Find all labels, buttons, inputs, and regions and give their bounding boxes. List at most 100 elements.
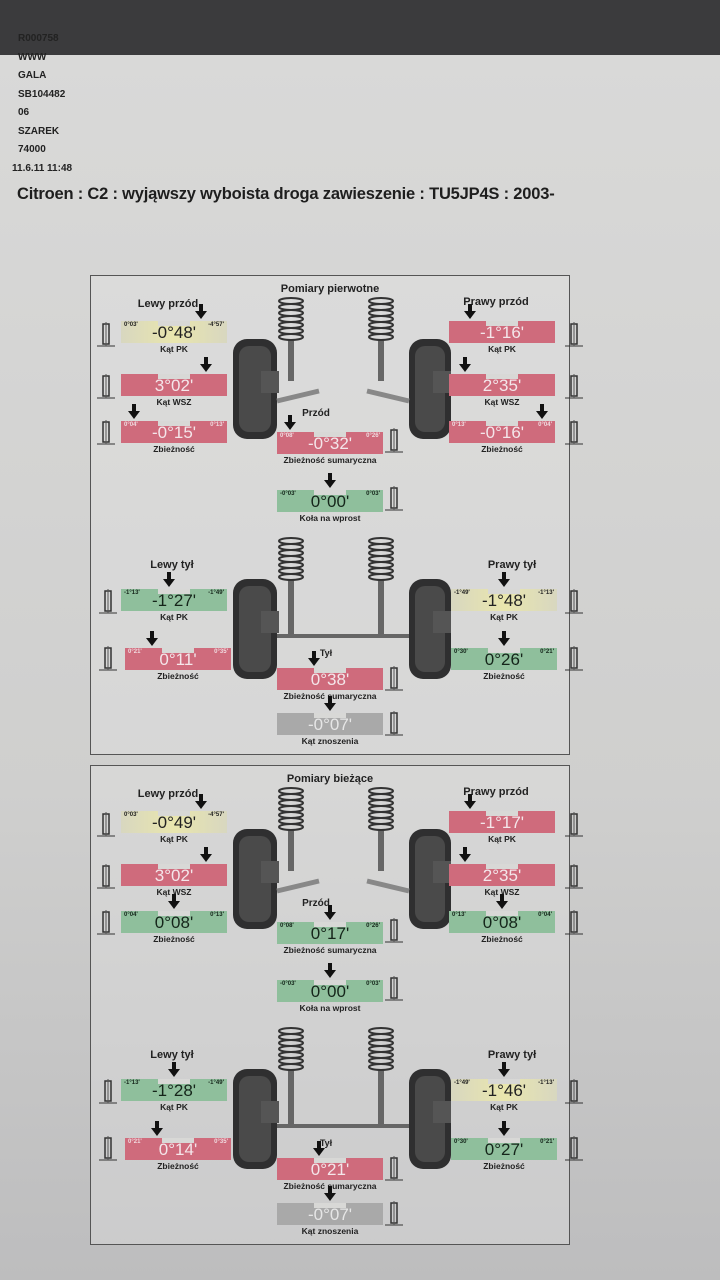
value-gauge: 0°08'0°26'-0°32' bbox=[277, 415, 383, 454]
measurement-f-straight: -0°03'0°03'0°00'Koła na wprost bbox=[277, 473, 383, 523]
pointer-arrow-icon bbox=[458, 847, 471, 863]
wheel-label-rr: Prawy tył bbox=[487, 559, 537, 571]
measurement-rf-toe: 0°13'0°04'0°08'Zbieżność bbox=[449, 894, 555, 944]
measured-value: -1°48' bbox=[481, 591, 527, 610]
gauge-notch bbox=[314, 668, 346, 673]
measured-value: -0°49' bbox=[151, 813, 197, 832]
lf-toe-wheel-icon bbox=[95, 420, 117, 446]
gauge-notch bbox=[314, 1158, 346, 1163]
printout-sheet bbox=[0, 55, 720, 1280]
rr-pk-wheel-icon bbox=[563, 1079, 585, 1105]
pointer-arrow-icon bbox=[324, 1186, 336, 1202]
measurement-label: Koła na wprost bbox=[299, 1003, 361, 1013]
f-straight-wheel-icon bbox=[383, 486, 405, 512]
measurement-label: Zbieżność bbox=[153, 444, 195, 454]
range-min: 0°03' bbox=[124, 812, 138, 818]
gauge-notch bbox=[488, 589, 520, 594]
gauge-notch bbox=[158, 421, 190, 426]
value-gauge: -0°07' bbox=[277, 696, 383, 735]
pointer-arrow-icon bbox=[145, 631, 158, 647]
measurement-lf-pk: 0°03'-4°57'-0°49'Kąt PK bbox=[121, 794, 227, 844]
value-gauge: -1°49'-1°13'-1°46' bbox=[451, 1062, 557, 1101]
range-min: -1°49' bbox=[454, 590, 470, 596]
rear-axle-label: Tył bbox=[319, 648, 333, 658]
value-gauge: 2°35' bbox=[449, 357, 555, 396]
lr-pk-wheel-icon bbox=[97, 589, 119, 615]
range-max: 0°04' bbox=[538, 912, 552, 918]
range-max: 0°21' bbox=[540, 1139, 554, 1145]
gauge-notch bbox=[314, 490, 346, 495]
f-sum-wheel-icon bbox=[383, 918, 405, 944]
measured-value: -0°07' bbox=[307, 715, 353, 734]
measured-value: 3°02' bbox=[154, 376, 194, 395]
pointer-arrow-icon bbox=[168, 1062, 180, 1078]
measurement-label: Zbieżność bbox=[483, 671, 525, 681]
lf-wsz-wheel-icon bbox=[95, 864, 117, 890]
r-thrust-wheel-icon bbox=[383, 1201, 405, 1227]
pointer-arrow-icon bbox=[496, 894, 508, 910]
lr-toe-wheel-icon bbox=[97, 646, 119, 672]
measured-value: 0°00' bbox=[310, 982, 350, 1001]
value-gauge: -1°13'-1°49'-1°28' bbox=[121, 1062, 227, 1101]
measured-value: 2°35' bbox=[482, 376, 522, 395]
measurement-label: Kąt WSZ bbox=[484, 397, 520, 407]
pointer-arrow-icon bbox=[458, 357, 471, 373]
value-gauge: 0°04'0°13'-0°15' bbox=[121, 404, 227, 443]
lf-toe-wheel-icon bbox=[95, 910, 117, 936]
measurement-label: Zbieżność bbox=[153, 934, 195, 944]
wheel-label-lr: Lewy tył bbox=[150, 559, 194, 571]
pointer-arrow-icon bbox=[498, 631, 510, 647]
gauge-notch bbox=[486, 811, 518, 816]
measurement-rf-toe: 0°13'0°04'-0°16'Zbieżność bbox=[449, 404, 555, 454]
measurement-label: Kąt WSZ bbox=[484, 887, 520, 897]
range-max: -1°13' bbox=[538, 590, 554, 596]
measurement-label: Zbieżność bbox=[157, 1161, 199, 1171]
pointer-arrow-icon bbox=[150, 1121, 163, 1137]
gauge-notch bbox=[486, 911, 518, 916]
gauge-notch bbox=[158, 811, 190, 816]
value-gauge: 0°13'0°04'-0°16' bbox=[449, 404, 555, 443]
value-gauge: 0°08'0°26'0°17' bbox=[277, 905, 383, 944]
pointer-arrow-icon bbox=[168, 894, 180, 910]
measured-value: -0°15' bbox=[151, 423, 197, 442]
range-max: -4°57' bbox=[208, 812, 224, 818]
r-thrust-wheel-icon bbox=[383, 711, 405, 737]
wheel-label-lr: Lewy tył bbox=[150, 1049, 194, 1061]
value-gauge: -1°13'-1°49'-1°27' bbox=[121, 572, 227, 611]
value-gauge: 0°21'0°35'0°11' bbox=[125, 631, 231, 670]
front-axle-label: Przód bbox=[302, 898, 330, 909]
measurement-lr-pk: -1°13'-1°49'-1°27'Kąt PK bbox=[121, 572, 227, 622]
info-line: GALA bbox=[18, 70, 47, 81]
rf-wsz-wheel-icon bbox=[563, 864, 585, 890]
pointer-arrow-icon bbox=[324, 473, 336, 489]
value-gauge: -0°03'0°03'0°00' bbox=[277, 963, 383, 1002]
measurement-label: Kąt znoszenia bbox=[301, 1226, 359, 1236]
gauge-notch bbox=[488, 1138, 520, 1143]
measurement-rf-pk: -1°17'Kąt PK bbox=[449, 794, 555, 844]
info-line: SB104482 bbox=[18, 88, 66, 100]
front-axle-label: Przód bbox=[302, 408, 330, 419]
measurement-rf-wsz: 2°35'Kąt WSZ bbox=[449, 847, 555, 897]
measured-value: 0°17' bbox=[310, 924, 350, 943]
pointer-arrow-icon bbox=[464, 304, 477, 320]
pointer-arrow-icon bbox=[283, 415, 296, 431]
gauge-notch bbox=[158, 321, 190, 326]
range-min: 0°08' bbox=[280, 433, 294, 439]
range-max: 0°13' bbox=[210, 422, 224, 428]
value-gauge: -1°16' bbox=[449, 304, 555, 343]
value-gauge: 0°30'0°21'0°27' bbox=[451, 1121, 557, 1160]
gauge-notch bbox=[314, 922, 346, 927]
measurement-label: Kąt PK bbox=[490, 612, 518, 622]
r-sum-wheel-icon bbox=[383, 1156, 405, 1182]
value-gauge: 0°04'0°13'0°08' bbox=[121, 894, 227, 933]
range-max: -1°49' bbox=[208, 590, 224, 596]
gauge-notch bbox=[158, 1079, 190, 1084]
pointer-arrow-icon bbox=[199, 847, 212, 863]
pointer-arrow-icon bbox=[324, 963, 336, 979]
lf-wsz-wheel-icon bbox=[95, 374, 117, 400]
value-gauge: 0°03' -4°57' -0°49' bbox=[121, 794, 227, 833]
measured-value: 0°38' bbox=[310, 670, 350, 689]
r-sum-wheel-icon bbox=[383, 666, 405, 692]
pointer-arrow-icon bbox=[324, 905, 336, 921]
